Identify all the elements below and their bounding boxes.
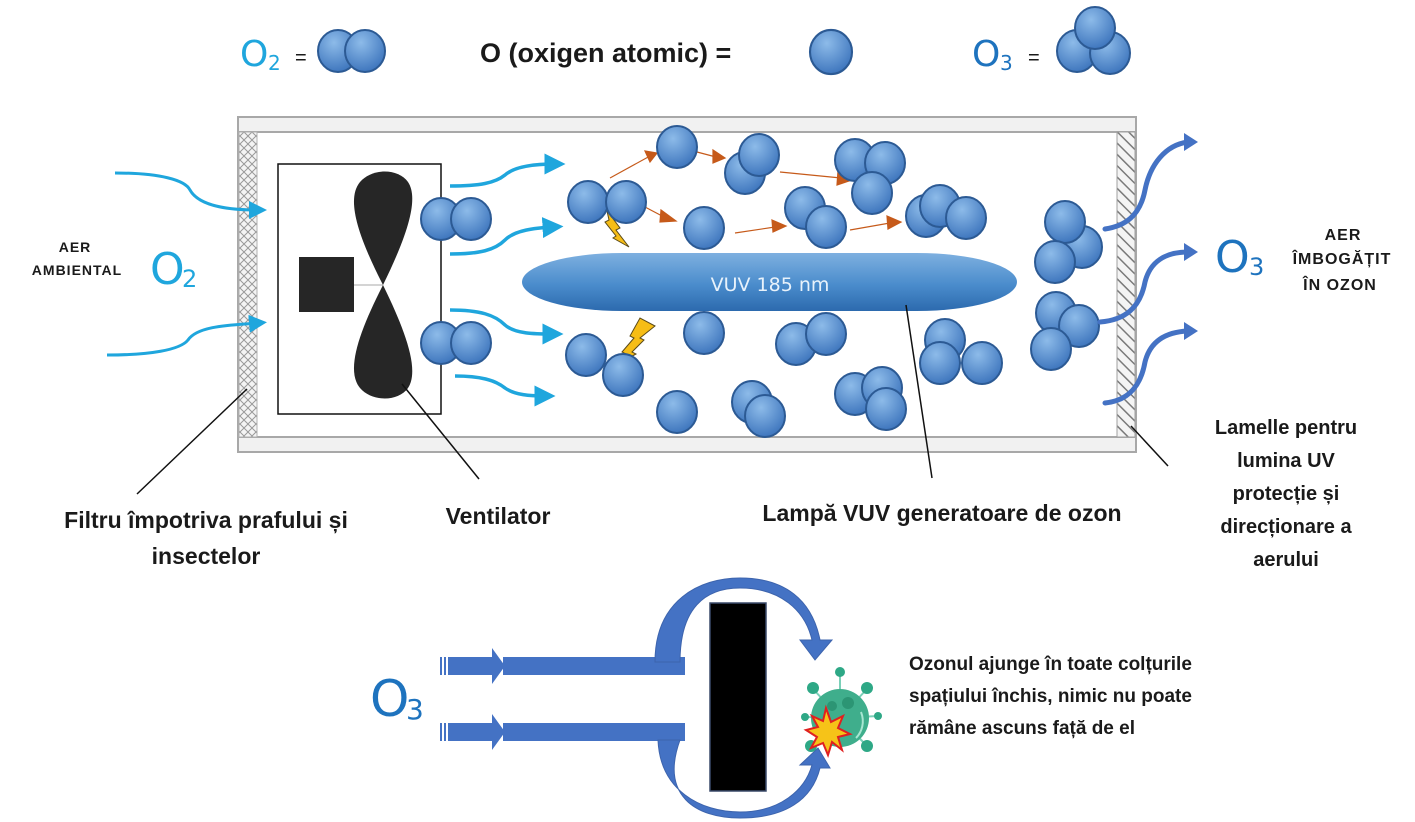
callout-louvres-line1: Lamelle pentru xyxy=(1215,417,1357,439)
outlet-line1: AER xyxy=(1325,227,1362,244)
o3-molecule xyxy=(1033,199,1104,285)
outlet-formula-symbol: O xyxy=(1215,232,1250,283)
legend-o3-subscript: 3 xyxy=(1000,51,1013,75)
o3-molecule xyxy=(918,317,1004,386)
reaction-arrows xyxy=(609,148,903,234)
oxygen-atom xyxy=(566,179,610,225)
dust-filter xyxy=(238,131,258,438)
inlet-line1: AER xyxy=(59,239,92,255)
oxygen-atom xyxy=(864,386,908,432)
callout-louvres: Lamelle pentru lumina UV protecție și di… xyxy=(1215,417,1357,571)
callout-filter-line2: insectelor xyxy=(152,543,261,569)
legend-o-atomic-label: O (oxigen atomic) = xyxy=(480,38,731,68)
oxygen-atom xyxy=(944,195,988,241)
fan-motor xyxy=(299,257,354,312)
description-line3: rămâne ascuns față de el xyxy=(909,718,1135,739)
oxygen-atom xyxy=(655,124,699,170)
o-atom xyxy=(655,124,699,170)
callout-louvres-line2: lumina UV xyxy=(1237,450,1335,472)
o-atom xyxy=(682,205,726,251)
callout-fan: Ventilator xyxy=(446,503,551,529)
outlet-arrowheads xyxy=(1184,133,1198,340)
oxygen-atom xyxy=(604,179,648,225)
inlet-formula-symbol: O xyxy=(150,244,185,295)
o2-molecule xyxy=(566,179,648,225)
o3-molecule xyxy=(833,365,908,432)
fan-blade-top xyxy=(353,171,413,285)
legend-o3-symbol: O xyxy=(972,34,1000,75)
o2-molecule xyxy=(419,196,493,242)
o-atom xyxy=(655,389,699,435)
oxygen-atom xyxy=(737,132,781,178)
callout-louvres-line3: protecție și xyxy=(1233,483,1340,505)
legend-o3-equals: = xyxy=(1028,47,1040,69)
o2-molecule xyxy=(783,185,848,250)
o3-molecule xyxy=(833,137,907,216)
oxygen-atom xyxy=(564,332,608,378)
description-line1: Ozonul ajunge în toate colțurile xyxy=(909,654,1192,675)
callout-louvres-line5: aerului xyxy=(1253,549,1319,571)
outlet-line2: ÎMBOGĂȚIT xyxy=(1292,249,1392,268)
oxygen-atom xyxy=(850,170,894,216)
oxygen-atom xyxy=(804,204,848,250)
outlet-formula-subscript: 3 xyxy=(1249,253,1264,281)
callout-lamp: Lampă VUV generatoare de ozon xyxy=(762,500,1121,526)
bottom-description: Ozonul ajunge în toate colțurile spațiul… xyxy=(909,654,1192,739)
oxygen-atom xyxy=(804,311,848,357)
bottom-o3-formula: O 3 xyxy=(370,670,424,728)
fan xyxy=(277,163,442,415)
device-housing xyxy=(237,116,1137,453)
oxygen-atom xyxy=(960,340,1004,386)
outlet-line3: ÎN OZON xyxy=(1302,275,1377,294)
obstacle-block xyxy=(709,602,767,792)
o2-molecule xyxy=(723,132,781,196)
bottom-formula-symbol: O xyxy=(370,670,409,728)
o3-molecule-icon xyxy=(1055,5,1132,76)
oxygen-atom xyxy=(743,393,787,439)
o2-molecule xyxy=(730,379,787,439)
inlet-label: AER AMBIENTAL O 2 xyxy=(32,239,197,295)
callout-leaders xyxy=(136,304,1169,495)
outlet-label: O 3 AER ÎMBOGĂȚIT ÎN OZON xyxy=(1215,227,1392,294)
o3-molecule xyxy=(904,183,988,241)
oxygen-atom xyxy=(682,310,726,356)
callout-filter: Filtru împotriva prafului și insectelor xyxy=(64,507,348,569)
vuv-lamp: VUV 185 nm xyxy=(522,253,1017,311)
legend-o3: O 3 = xyxy=(972,5,1132,76)
legend-o2: O 2 = xyxy=(240,28,387,75)
callout-louvres-line4: direcționare a xyxy=(1220,516,1352,538)
inlet-line2: AMBIENTAL xyxy=(32,262,122,278)
o3-molecule xyxy=(1029,290,1101,372)
o2-molecule xyxy=(419,320,493,366)
o2-molecule xyxy=(774,311,848,367)
fan-outlet-arrows xyxy=(449,153,566,407)
oxygen-atom xyxy=(918,340,962,386)
o-atom-icon xyxy=(808,28,854,76)
legend-o2-symbol: O xyxy=(240,34,268,75)
o-atom xyxy=(682,310,726,356)
virus-icon xyxy=(801,667,882,752)
bottom-curved-arrows xyxy=(654,577,834,819)
callout-filter-line1: Filtru împotriva prafului și xyxy=(64,507,348,534)
outlet-airflow-arrows xyxy=(1097,139,1191,406)
inlet-formula-subscript: 2 xyxy=(182,265,197,293)
legend-o-atomic: O (oxigen atomic) = xyxy=(480,28,854,76)
legend-o2-equals: = xyxy=(295,47,307,69)
oxygen-atom xyxy=(682,205,726,251)
bottom-formula-subscript: 3 xyxy=(406,693,424,726)
fan-blade-bottom xyxy=(353,285,413,399)
oxygen-atom xyxy=(655,389,699,435)
oxygen-atom xyxy=(601,352,645,398)
legend-o2-subscript: 2 xyxy=(268,51,281,75)
explosion-icon xyxy=(803,704,853,758)
description-line2: spațiului închis, nimic nu poate xyxy=(909,686,1192,707)
inlet-airflow-arrows xyxy=(106,171,267,357)
bottom-flow-arrows xyxy=(440,648,685,750)
lamp-label: VUV 185 nm xyxy=(711,274,830,296)
o2-molecule-icon xyxy=(316,28,387,74)
uv-louvres xyxy=(1116,131,1136,438)
